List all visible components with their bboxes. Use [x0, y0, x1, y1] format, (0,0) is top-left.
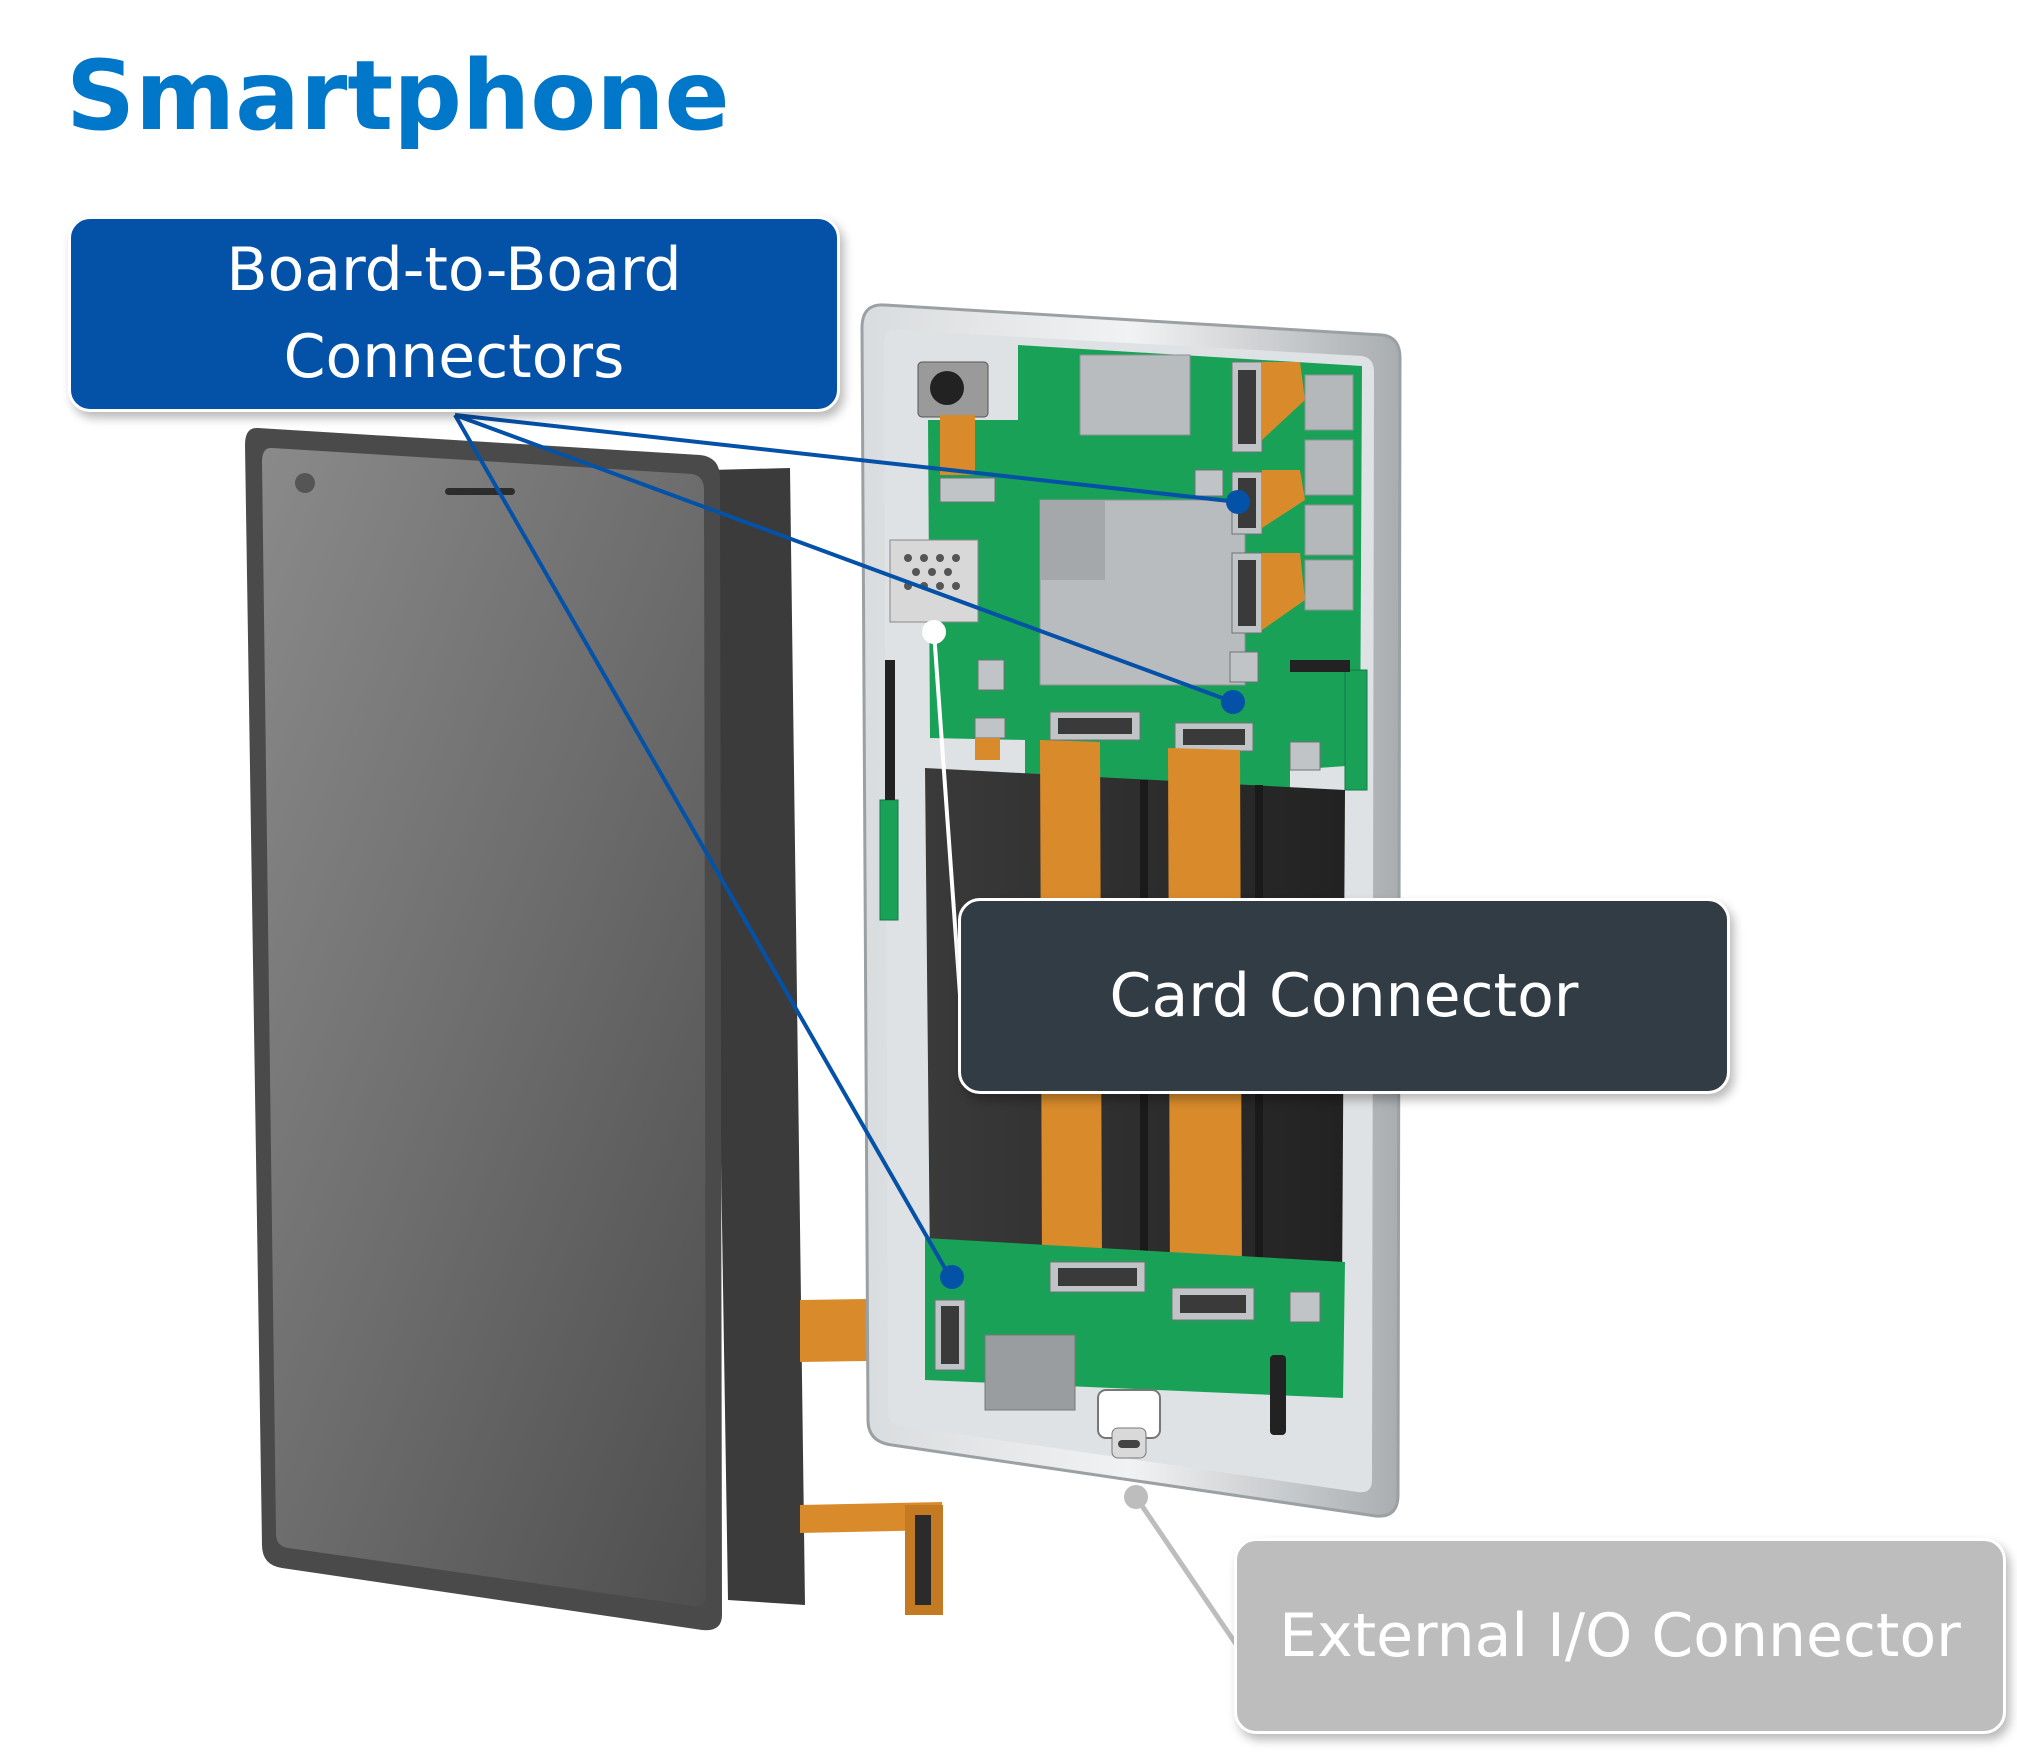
- b2b-leader-lines: [453, 413, 1239, 1278]
- io-leader-dot: [1124, 1485, 1148, 1509]
- microphone-slot: [1270, 1355, 1286, 1435]
- b2b-leader-dot: [940, 1265, 964, 1289]
- page-title: Smartphone: [66, 40, 730, 152]
- front-camera-icon: [295, 473, 315, 493]
- small-connector: [974, 717, 1006, 739]
- antenna-strip: [1290, 660, 1350, 672]
- rf-shield: [1079, 354, 1191, 436]
- b2b-connector: [939, 477, 996, 503]
- ribbon-cable: [975, 738, 1000, 760]
- card-connector: [889, 539, 979, 623]
- side-component: [1304, 374, 1354, 431]
- screen-glass: [262, 447, 706, 1607]
- audio-component: [984, 1334, 1076, 1411]
- small-connector: [1194, 469, 1224, 497]
- external-io-callout: External I/O Connector: [1234, 1538, 2006, 1734]
- card-connector-callout-label: Card Connector: [1109, 960, 1579, 1031]
- usb-c-port: [1118, 1440, 1140, 1448]
- b2b-leader-dot: [1226, 490, 1250, 514]
- card-connector-holes: [904, 554, 960, 590]
- small-connector: [1289, 1291, 1321, 1323]
- antenna-strip: [885, 660, 895, 800]
- side-component: [1304, 439, 1354, 496]
- camera-flex-cable: [940, 415, 975, 475]
- small-connector: [1289, 741, 1321, 771]
- b2b-leader-line: [454, 413, 1234, 704]
- b2b-connector-pins: [941, 1306, 959, 1364]
- board-to-board-callout-line1: Board-to-Board: [226, 235, 682, 305]
- io-leader-line: [1133, 1495, 1243, 1652]
- card-leader-line: [932, 631, 962, 996]
- side-key-flex: [1344, 669, 1368, 791]
- b2b-leader-line: [454, 413, 1239, 504]
- board-to-board-callout-line2: Connectors: [283, 322, 625, 392]
- b2b-connector-pins: [1058, 718, 1132, 734]
- processor-shield-step: [1040, 500, 1105, 580]
- b2b-leader-dot: [1221, 690, 1245, 714]
- card-connector-callout: Card Connector: [958, 898, 1730, 1094]
- flex-cable: [1262, 470, 1305, 528]
- flex-cable: [1262, 553, 1305, 630]
- side-component: [1304, 504, 1354, 556]
- display-backing: [710, 468, 805, 1605]
- small-connector: [1229, 651, 1259, 683]
- flex-cable: [1262, 362, 1305, 440]
- board-to-board-callout: Board-to-Board Connectors: [68, 216, 840, 412]
- b2b-leader-dots: [940, 490, 1250, 1289]
- camera-lens-icon: [930, 371, 964, 405]
- external-io-callout-label: External I/O Connector: [1279, 1600, 1961, 1671]
- b2b-leader-line: [453, 414, 952, 1278]
- card-leader-dot: [922, 620, 946, 644]
- b2b-connector-pins: [1238, 560, 1256, 626]
- b2b-connector-pins: [1238, 370, 1256, 444]
- display-panel: [245, 427, 943, 1631]
- side-component: [1304, 559, 1354, 611]
- b2b-connector-pins: [1183, 729, 1245, 745]
- b2b-connector-pins: [1180, 1295, 1246, 1313]
- earpiece-speaker: [445, 488, 515, 495]
- display-flex-connector-pins: [915, 1515, 931, 1605]
- b2b-connector-pins: [1058, 1268, 1137, 1286]
- small-connector: [977, 659, 1005, 691]
- side-key-flex: [879, 799, 899, 921]
